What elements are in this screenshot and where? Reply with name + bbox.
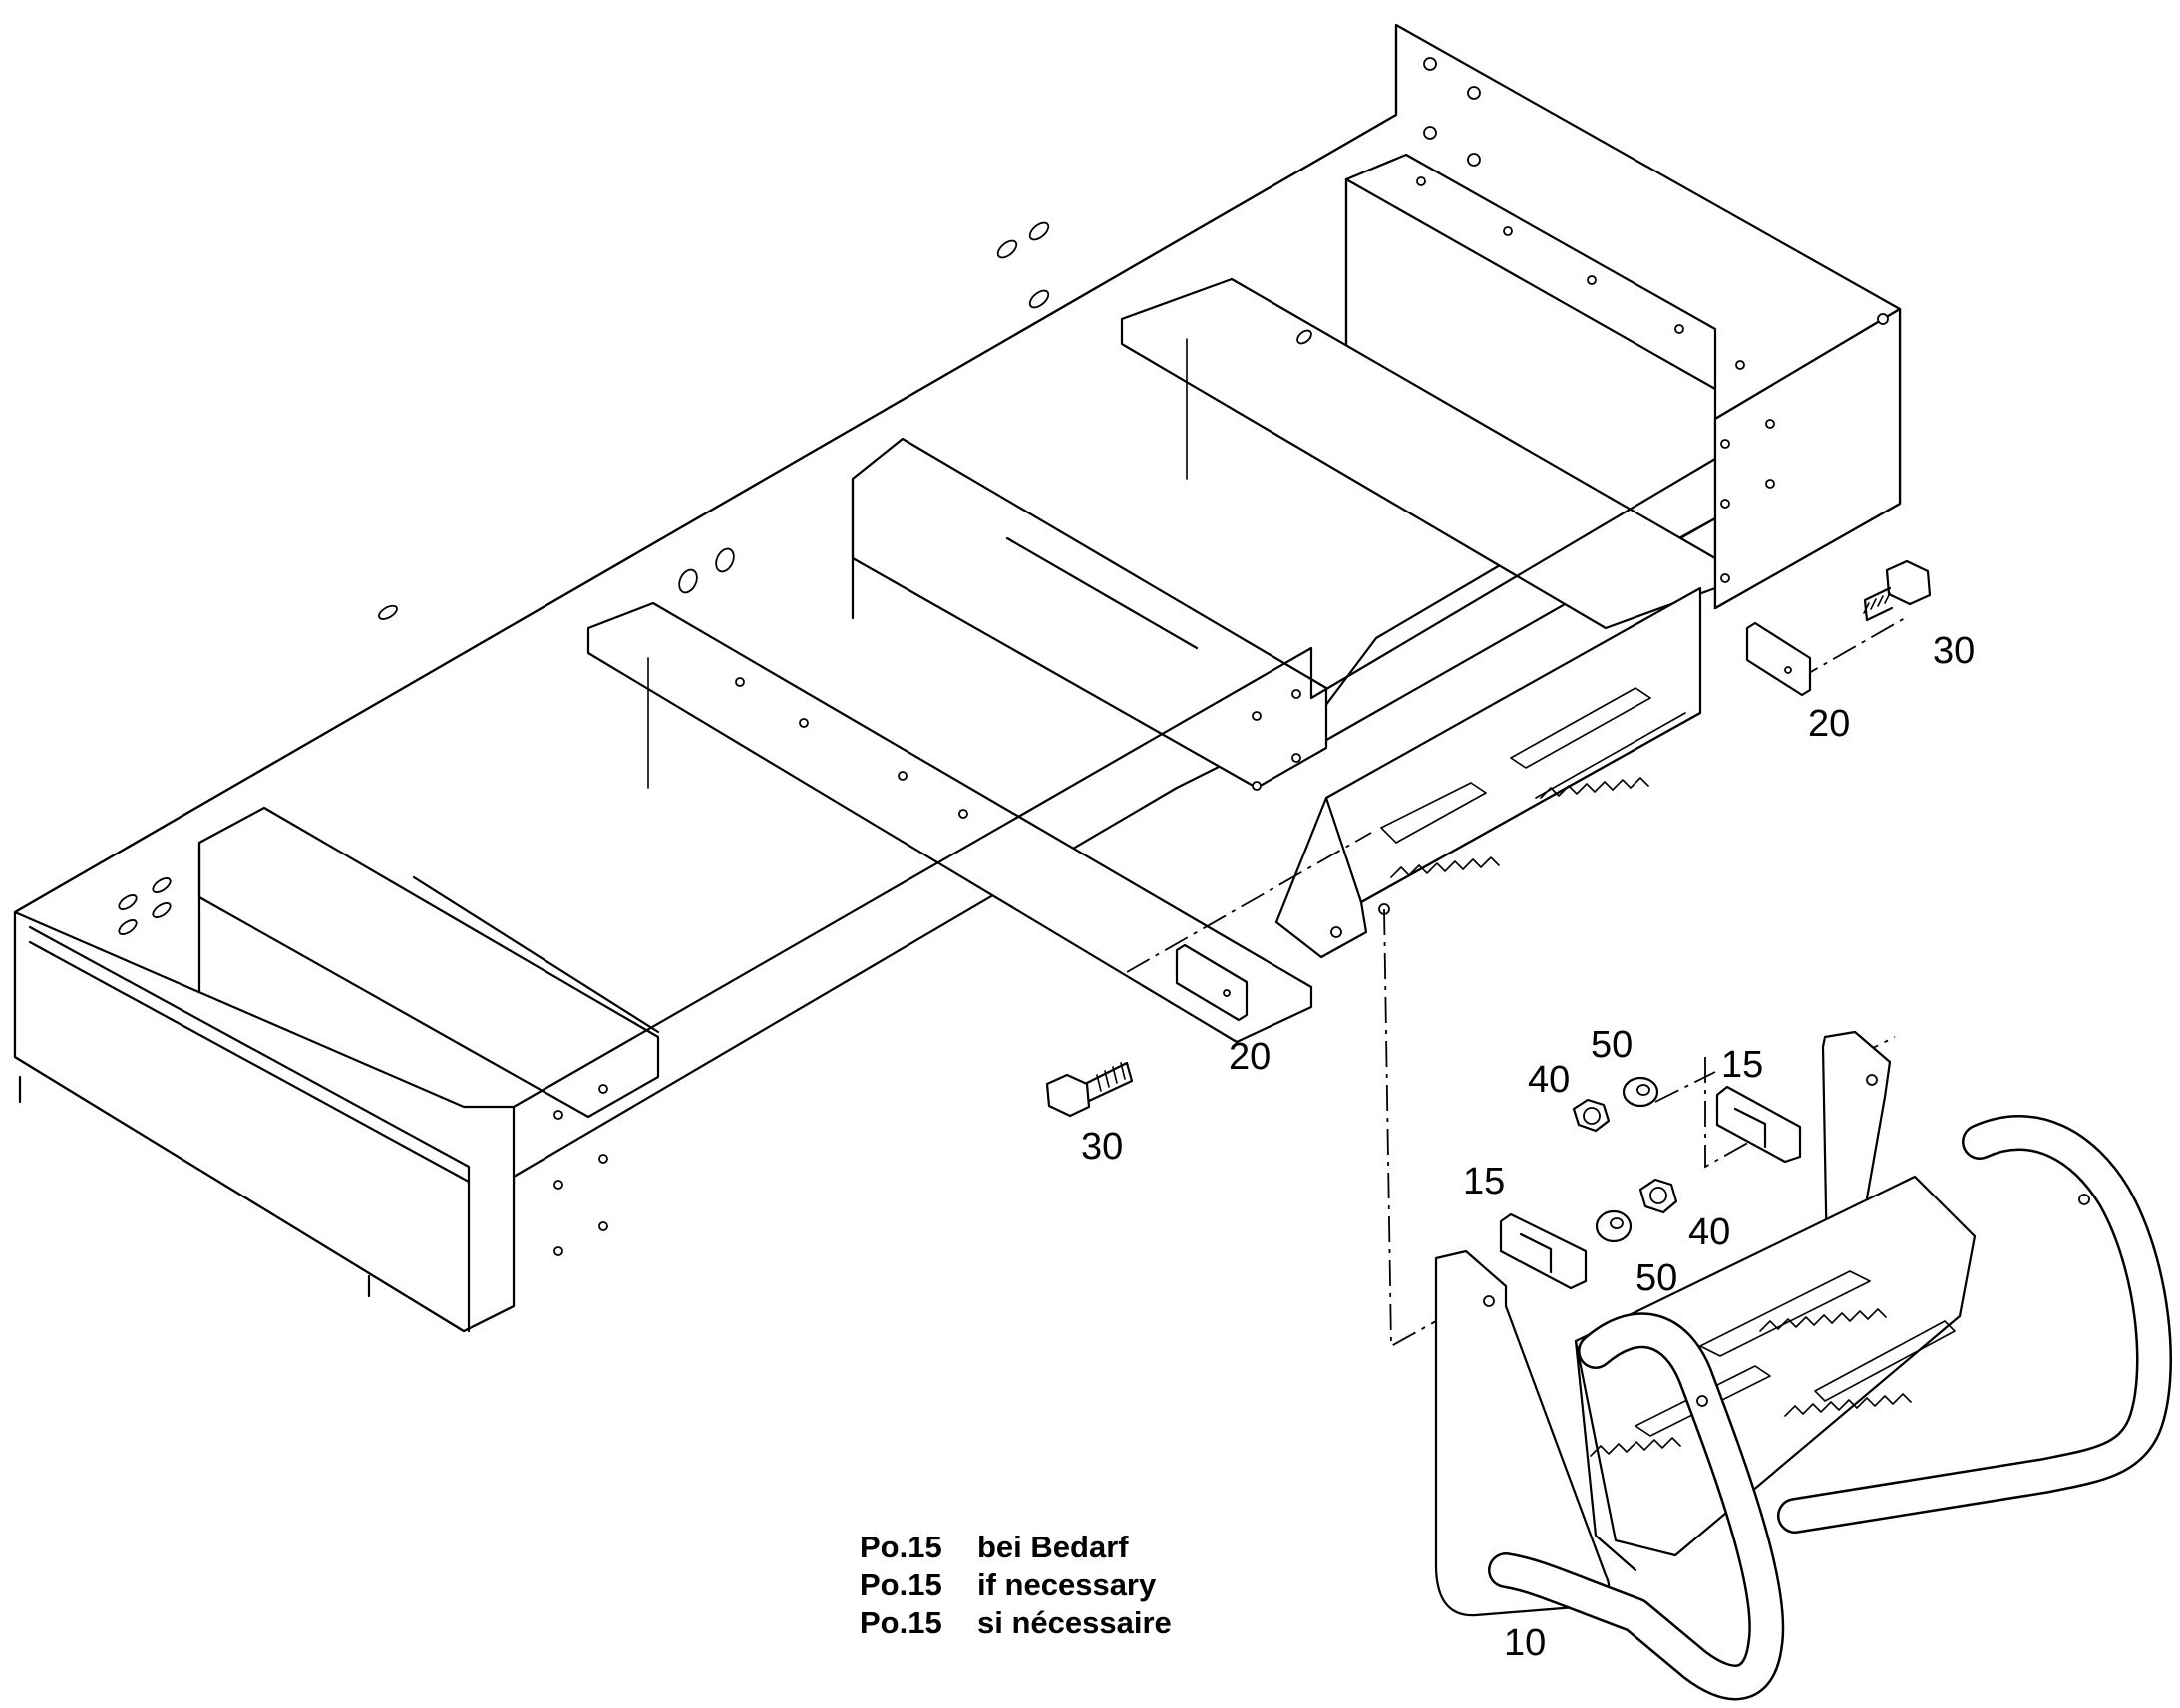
callout-30-left: 30: [1081, 1126, 1123, 1168]
callout-50-top: 50: [1591, 1024, 1633, 1066]
washer-50-bottom: [1595, 1209, 1633, 1243]
note-2-text: if necessary: [977, 1567, 1157, 1602]
step-tread: [1574, 1175, 1977, 1557]
plate-20-right: [1745, 621, 1812, 697]
callout-30-right: 30: [1933, 630, 1975, 672]
callout-50-bottom: 50: [1635, 1257, 1677, 1299]
step-assembly-10: [1434, 1030, 2172, 1701]
callout-20-left: 20: [1229, 1036, 1271, 1078]
nut-40-bottom: [1638, 1178, 1678, 1214]
note-2-ref: Po.15: [860, 1567, 942, 1602]
bolt-30-right: [1863, 559, 1932, 622]
note-1-text: bei Bedarf: [977, 1530, 1129, 1564]
bolt-30-left: [1045, 1061, 1134, 1118]
callout-20-right: 20: [1808, 703, 1850, 745]
callout-15-left: 15: [1463, 1161, 1505, 1202]
plate-20-left: [1175, 943, 1249, 1022]
notes-block: Po.15 bei Bedarf Po.15 if necessary Po.1…: [860, 1530, 1172, 1640]
shim-15-left: [1499, 1212, 1588, 1290]
note-1-ref: Po.15: [860, 1530, 942, 1564]
callout-10: 10: [1504, 1622, 1546, 1664]
frame-assembly: [13, 23, 1902, 1333]
nut-40-top: [1572, 1098, 1611, 1133]
shim-15-top: [1715, 1085, 1802, 1164]
callout-40-bottom: 40: [1688, 1211, 1730, 1253]
cross-member-front: [586, 601, 1313, 1044]
callout-labels: 30 20 20 30 50 40 15 15 40 50 10: [1081, 630, 1975, 1664]
frame-holes: [118, 57, 1889, 1256]
callout-15-top: 15: [1721, 1044, 1763, 1086]
note-3-ref: Po.15: [860, 1605, 942, 1640]
frame-front-wall: [13, 307, 1902, 1333]
washer-50-top: [1622, 1076, 1659, 1108]
callout-40-top: 40: [1528, 1059, 1570, 1101]
note-3-text: si nécessaire: [977, 1605, 1172, 1640]
